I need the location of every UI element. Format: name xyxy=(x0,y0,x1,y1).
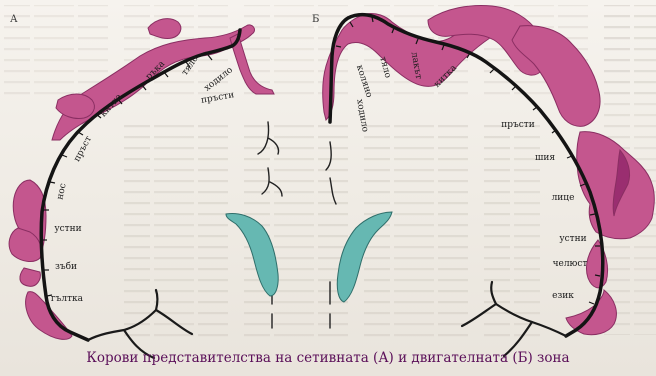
motor-label: шия xyxy=(535,153,555,163)
figure-caption: Корови представителства на сетивната (А)… xyxy=(0,350,656,366)
motor-label: челюст xyxy=(553,259,588,269)
homunculus-teeth-shape xyxy=(20,268,40,286)
sensory-label: нос xyxy=(55,182,68,200)
motor-label: език xyxy=(552,291,574,301)
motor-label: устни xyxy=(559,234,586,244)
sensory-label: пръст xyxy=(72,135,94,164)
motor-label: лице xyxy=(552,193,575,203)
sensory-label: зъби xyxy=(55,261,77,272)
sensory-label: устни xyxy=(54,224,81,234)
panel-b-letter: Б xyxy=(312,14,319,25)
panel-a-letter: А xyxy=(10,14,18,25)
motor-label: пръсти xyxy=(501,120,535,130)
sensory-label: гълтка xyxy=(51,294,84,304)
homunculus-hand-shape xyxy=(56,94,94,119)
